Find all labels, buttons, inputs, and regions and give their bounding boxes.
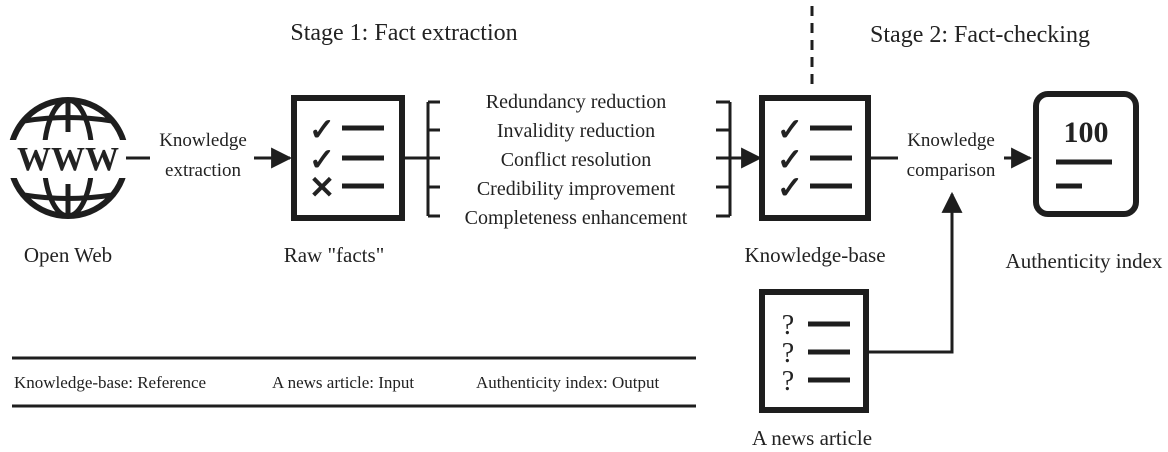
raw-facts-checklist-icon: ✓ ✓ ✕ (291, 95, 405, 221)
check-icon: ✓ (777, 112, 803, 147)
question-icon: ? (782, 366, 794, 397)
question-icon: ? (782, 338, 794, 369)
raw-facts-label: Raw "facts" (284, 243, 385, 267)
knowledge-base-checklist-icon: ✓ ✓ ✓ (759, 95, 871, 221)
check-icon: ✓ (777, 170, 803, 205)
legend: Knowledge-base: Reference A news article… (12, 356, 696, 408)
cross-icon: ✕ (309, 170, 335, 205)
news-article-label: A news article (752, 426, 872, 450)
legend-reference: Knowledge-base: Reference (14, 373, 206, 392)
authenticity-index-label: Authenticity index (1006, 249, 1163, 273)
process-bracket-left (402, 100, 440, 218)
process-redundancy-reduction: Redundancy reduction (486, 91, 667, 113)
process-completeness-enhancement: Completeness enhancement (465, 207, 688, 229)
stage2-title: Stage 2: Fact-checking (870, 22, 1090, 48)
check-icon: ✓ (309, 112, 335, 147)
arrow-article-to-comparison (866, 191, 963, 354)
edge-label-knowledge-comparison-2: comparison (907, 160, 996, 181)
process-bracket-right (716, 100, 763, 218)
legend-input: A news article: Input (272, 373, 414, 392)
question-icon: ? (782, 310, 794, 341)
stage1-title: Stage 1: Fact extraction (290, 20, 517, 46)
authenticity-scorecard-icon: 100 (1033, 91, 1139, 217)
process-invalidity-reduction: Invalidity reduction (497, 120, 655, 142)
legend-output: Authenticity index: Output (476, 373, 659, 392)
edge-label-knowledge-extraction-2: extraction (165, 160, 241, 181)
edge-label-knowledge-comparison-1: Knowledge (907, 130, 995, 151)
process-conflict-resolution: Conflict resolution (501, 149, 652, 171)
check-icon: ✓ (777, 142, 803, 177)
score-value: 100 (1064, 116, 1109, 149)
check-icon: ✓ (309, 142, 335, 177)
process-credibility-improvement: Credibility improvement (477, 178, 676, 200)
news-article-icon: ? ? ? (759, 289, 869, 413)
globe-www-text: WWW (17, 141, 119, 178)
globe-icon: WWW (6, 97, 130, 219)
knowledge-base-label: Knowledge-base (744, 243, 885, 267)
edge-label-knowledge-extraction-1: Knowledge (159, 130, 247, 151)
open-web-label: Open Web (24, 243, 112, 267)
